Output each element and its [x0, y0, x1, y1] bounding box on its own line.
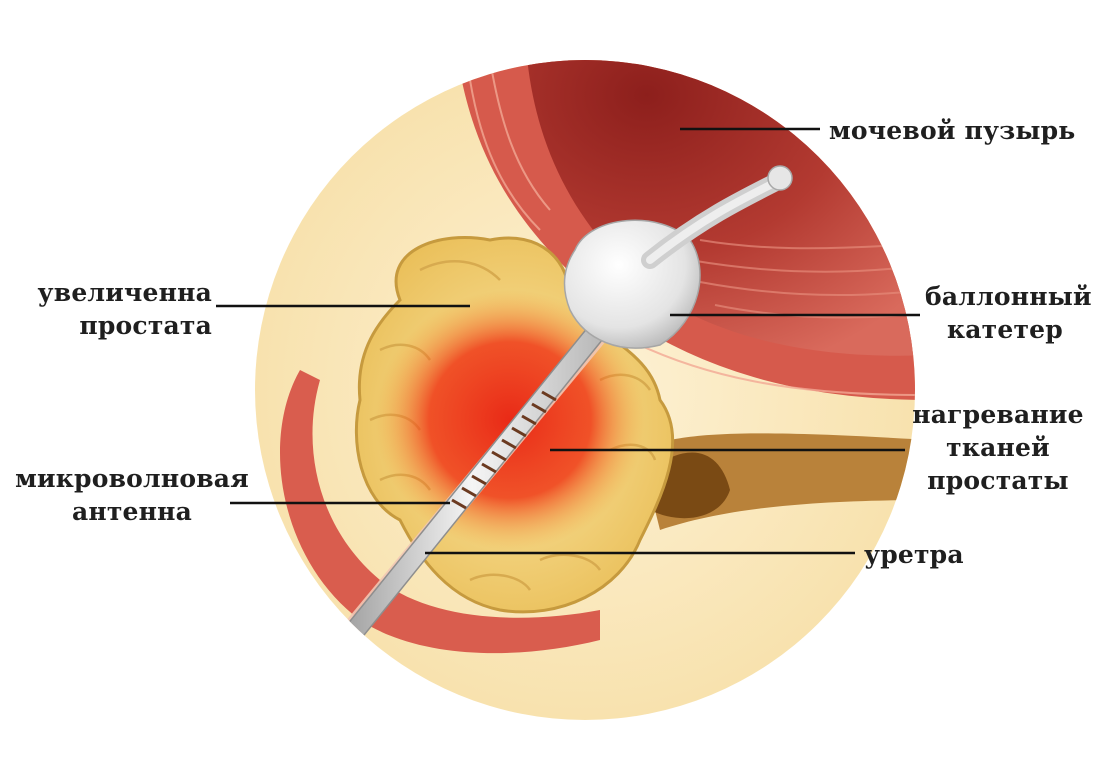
label-catheter-line1: баллонный: [925, 280, 1085, 313]
label-prostate-line2: простата: [22, 309, 212, 342]
label-antenna-line2: антенна: [12, 495, 252, 528]
label-prostate-line1: увеличенна: [22, 276, 212, 309]
label-bladder-line1: мочевой пузырь: [829, 114, 1075, 147]
label-urethra: уретра: [864, 538, 964, 571]
label-antenna: микроволновая антенна: [12, 462, 252, 528]
label-antenna-line1: микроволновая: [12, 462, 252, 495]
label-catheter-line2: катетер: [925, 313, 1085, 346]
label-urethra-line1: уретра: [864, 538, 964, 571]
label-heating-line1: нагревание: [908, 398, 1088, 431]
label-bladder: мочевой пузырь: [829, 114, 1075, 147]
label-prostate: увеличенна простата: [22, 276, 212, 342]
label-heating-line2: тканей: [908, 431, 1088, 464]
label-heating-line3: простаты: [908, 464, 1088, 497]
label-catheter: баллонный катетер: [925, 280, 1085, 346]
catheter-tip-bulb: [768, 166, 792, 190]
label-heating: нагревание тканей простаты: [908, 398, 1088, 497]
